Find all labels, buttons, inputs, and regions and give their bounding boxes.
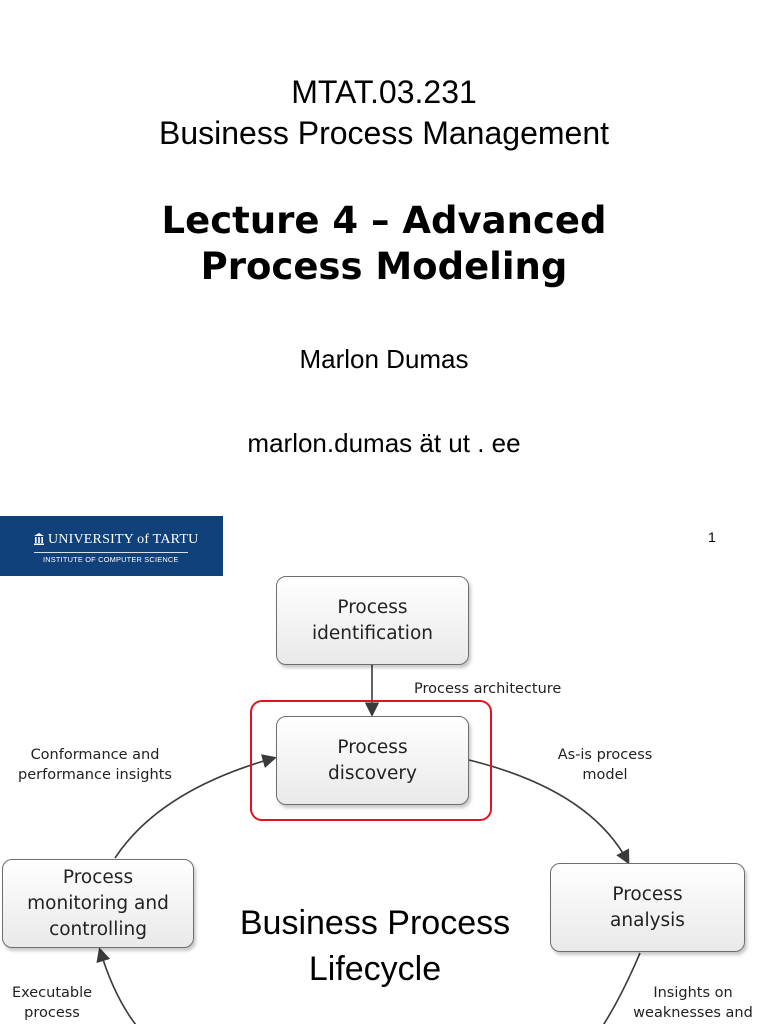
- lecture-title-line1: Lecture 4 – Advanced: [161, 199, 607, 242]
- discovery-highlight: [250, 700, 492, 821]
- course-name: Business Process Management: [159, 115, 609, 151]
- logo-institute-name: INSTITUTE OF COMPUTER SCIENCE: [43, 555, 179, 564]
- page-number: 1: [708, 529, 716, 545]
- process-monitoring-box: Process monitoring and controlling: [2, 859, 194, 948]
- process-monitoring-label: Process monitoring and controlling: [27, 866, 169, 940]
- course-code: MTAT.03.231: [291, 74, 477, 110]
- author-name: Marlon Dumas: [299, 344, 469, 374]
- label-executable-process: Executable process: [11, 985, 93, 1021]
- logo-university-name: UNIVERSITY of TARTU: [48, 532, 199, 547]
- label-as-is-model: As-is process model: [557, 747, 653, 783]
- university-logo: UNIVERSITY of TARTU INSTITUTE OF COMPUTE…: [0, 516, 223, 576]
- author-email: marlon.dumas ät ut . ee: [247, 428, 521, 458]
- process-identification-box: Process identification: [276, 576, 469, 665]
- process-analysis-box: Process analysis: [550, 863, 745, 952]
- arrow-into-monitoring: [96, 947, 137, 1024]
- process-identification-label: Process identification: [312, 596, 433, 644]
- arrow-monitoring-to-discovery: [114, 754, 277, 859]
- arrow-discovery-to-analysis: [468, 759, 630, 865]
- label-conformance-insights: Conformance and performance insights: [18, 747, 172, 783]
- university-crest-icon: [34, 533, 44, 545]
- lecture-title-line2: Process Modeling: [200, 245, 568, 288]
- process-discovery-label: Process discovery: [328, 736, 417, 784]
- label-process-architecture: Process architecture: [414, 681, 562, 697]
- process-analysis-label: Process analysis: [610, 883, 685, 931]
- lifecycle-title: Business Process Lifecycle: [239, 904, 511, 988]
- process-discovery-box: Process discovery: [276, 716, 469, 805]
- logo-divider: [34, 552, 188, 553]
- lecture-title: Lecture 4 – Advanced Process Modeling: [0, 198, 768, 290]
- label-insights-weaknesses: Insights on weaknesses and: [633, 985, 753, 1021]
